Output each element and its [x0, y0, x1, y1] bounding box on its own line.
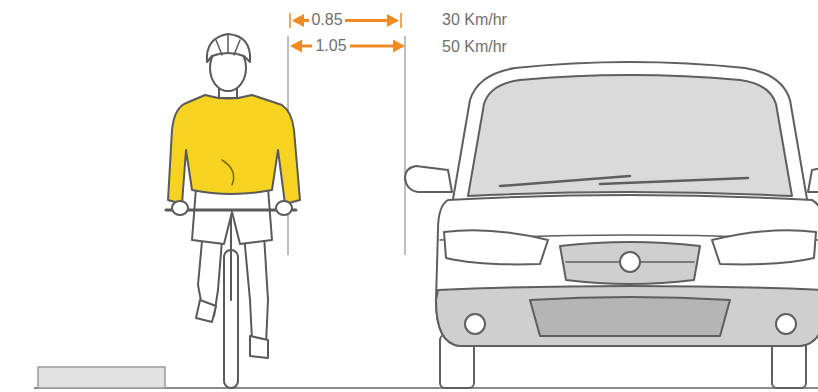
- speed-label: 50 Km/hr: [440, 38, 509, 56]
- speed-label: 30 Km/hr: [440, 11, 509, 29]
- lower-grille: [530, 297, 730, 336]
- dimension-tick: [400, 13, 402, 28]
- road-ground: [34, 367, 818, 388]
- clearance-lines: [288, 36, 405, 255]
- right-leg: [244, 235, 268, 344]
- arrowhead: [393, 40, 405, 53]
- arrowhead: [290, 40, 302, 53]
- side-mirror: [405, 166, 452, 192]
- car-cabin: [452, 62, 808, 205]
- helmet-vent: [227, 35, 229, 52]
- car-logo: [620, 252, 640, 272]
- wiper: [600, 178, 748, 184]
- dimension-label: 0.85: [309, 11, 344, 29]
- headlight: [712, 230, 816, 264]
- cyclist-figure: [166, 34, 300, 388]
- bike-fork: [230, 210, 232, 300]
- arrowhead: [292, 14, 304, 27]
- dimension-line: [350, 45, 396, 48]
- arrowhead: [387, 14, 399, 27]
- yellow-shirt: [168, 95, 300, 204]
- dimension-line: [345, 19, 390, 22]
- car-figure: [405, 62, 818, 388]
- fog-light: [776, 314, 796, 334]
- shirt-fold: [222, 160, 234, 185]
- left-shoe: [196, 300, 216, 322]
- left-hand: [172, 201, 188, 215]
- helmet-vent: [234, 40, 240, 55]
- car-body: [436, 195, 818, 346]
- right-shoe: [250, 336, 268, 358]
- curb: [38, 367, 165, 388]
- dimension-label: 1.05: [313, 37, 348, 55]
- bumper: [436, 286, 818, 346]
- side-mirror: [808, 166, 818, 192]
- fog-light: [465, 314, 485, 334]
- headlight: [444, 230, 548, 264]
- right-hand: [276, 201, 292, 215]
- car-edge-line: [404, 36, 406, 255]
- windshield: [468, 75, 792, 196]
- shorts: [192, 188, 272, 244]
- helmet: [207, 34, 250, 62]
- helmet-vent: [216, 40, 222, 55]
- grille: [560, 242, 700, 284]
- dimension-tick: [289, 13, 291, 28]
